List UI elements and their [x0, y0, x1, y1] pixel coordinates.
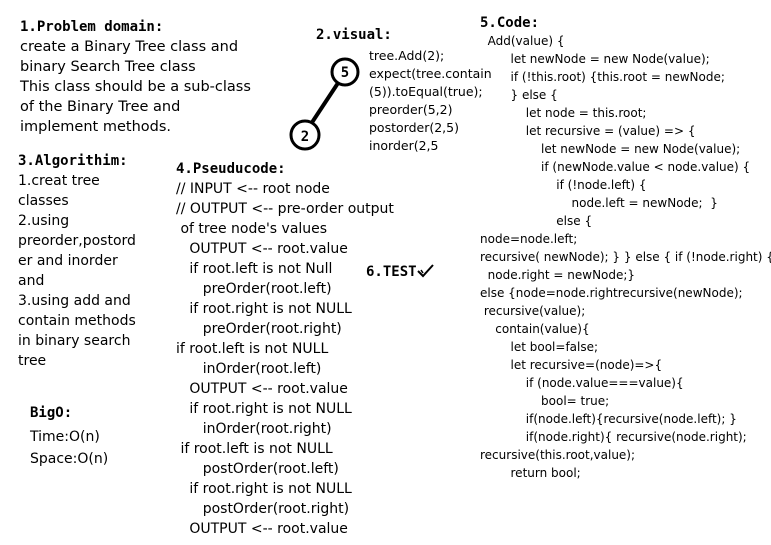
- pseudocode-line: if root.left is not NULL: [176, 441, 333, 457]
- problem-domain-heading: 1.Problem domain:: [20, 19, 164, 35]
- algorithm-line: 3.using add and: [18, 293, 131, 309]
- tree-node-bottom: [289, 119, 321, 151]
- pseudocode-line: // INPUT <-- root node: [176, 181, 330, 197]
- pseudocode-heading: 4.Pseuducode:: [176, 161, 286, 177]
- problem-line: This class should be a sub-class: [20, 79, 251, 95]
- algorithm-line: and: [18, 273, 45, 289]
- pseudocode-line: OUTPUT <-- root.value: [176, 381, 348, 397]
- pseudocode-line: if root.left is not NULL: [176, 341, 329, 357]
- pseudocode-line: postOrder(root.left): [176, 461, 339, 477]
- visual-line: postorder(2,5): [369, 120, 459, 135]
- algorithm-line: preorder,postord: [18, 233, 136, 249]
- code-line: if (!this.root) {this.root = newNode;: [480, 70, 725, 84]
- code-line: let node = this.root;: [480, 106, 647, 120]
- algorithm-line: in binary search: [18, 333, 131, 349]
- bigo-time: Time:O(n): [30, 429, 100, 445]
- code-line: else {node=node.rightrecursive(newNode);: [480, 286, 743, 300]
- code-line: recursive(value);: [480, 304, 586, 318]
- code-line: if(node.right){ recursive(node.right);: [480, 430, 747, 444]
- tree-node-top-label: 5: [341, 65, 349, 81]
- pseudocode-line: OUTPUT <-- root.value: [176, 241, 348, 257]
- code-line: recursive(this.root,value);: [480, 448, 636, 462]
- code-line: let recursive = (value) => {: [480, 124, 696, 138]
- algorithm-line: tree: [18, 353, 47, 369]
- code-line: return bool;: [480, 466, 581, 480]
- algorithm-heading: 3.Algorithim:: [18, 153, 128, 169]
- code-line: if (!node.left) {: [480, 178, 647, 192]
- code-line: node=node.left;: [480, 232, 578, 246]
- pseudocode-line: // OUTPUT <-- pre-order output: [176, 201, 394, 217]
- pseudocode-line: preOrder(root.left): [176, 281, 332, 297]
- pseudocode-line: if root.right is not NULL: [176, 401, 352, 417]
- code-line: Add(value) {: [480, 34, 565, 48]
- code-line: recursive( newNode); } } else { if (!nod…: [480, 250, 771, 264]
- code-line: bool= true;: [480, 394, 610, 408]
- algorithm-line: er and inorder: [18, 253, 118, 269]
- code-line: else {: [480, 214, 593, 228]
- tree-diagram: 5 2: [289, 57, 360, 151]
- pseudocode-line: if root.left is not Null: [176, 261, 333, 277]
- bigo-space: Space:O(n): [30, 451, 109, 467]
- algorithm-line: classes: [18, 193, 69, 209]
- bigo-heading: BigO:: [30, 405, 73, 421]
- check-icon: [416, 264, 434, 278]
- test-label: 6.TEST: [366, 264, 417, 280]
- problem-line: of the Binary Tree and: [20, 99, 181, 115]
- algorithm-line: 2.using: [18, 213, 70, 229]
- code-line: } else {: [480, 88, 558, 102]
- pseudocode-line: OUTPUT <-- root.value: [176, 521, 348, 537]
- pseudocode-line: inOrder(root.left): [176, 361, 322, 377]
- visual-line: inorder(2,5: [369, 138, 439, 153]
- visual-line: preorder(5,2): [369, 102, 453, 117]
- code-line: node.left = newNode; }: [480, 196, 718, 210]
- code-line: let newNode = new Node(value);: [480, 142, 741, 156]
- tree-edge: [307, 78, 342, 129]
- tree-node-top: [330, 57, 360, 87]
- visual-heading: 2.visual:: [316, 27, 392, 43]
- visual-line: tree.Add(2);: [369, 48, 445, 63]
- pseudocode-line: preOrder(root.right): [176, 321, 342, 337]
- code-line: contain(value){: [480, 322, 590, 336]
- visual-line: expect(tree.contain: [369, 66, 492, 81]
- problem-line: implement methods.: [20, 119, 171, 135]
- code-line: let bool=false;: [480, 340, 599, 354]
- code-heading: 5.Code:: [480, 15, 540, 31]
- code-line: if(node.left){recursive(node.left); }: [480, 412, 737, 426]
- pseudocode-line: inOrder(root.right): [176, 421, 332, 437]
- code-line: node.right = newNode;}: [480, 268, 636, 282]
- algorithm-line: 1.creat tree: [18, 173, 100, 189]
- pseudocode-line: postOrder(root.right): [176, 501, 350, 517]
- pseudocode-line: of tree node's values: [176, 221, 328, 237]
- code-line: let newNode = new Node(value);: [480, 52, 710, 66]
- algorithm-line: contain methods: [18, 313, 136, 329]
- problem-line: binary Search Tree class: [20, 59, 196, 75]
- problem-line: create a Binary Tree class and: [20, 39, 239, 55]
- pseudocode-line: if root.right is not NULL: [176, 301, 352, 317]
- pseudocode-line: if root.right is not NULL: [176, 481, 352, 497]
- code-line: if (node.value===value){: [480, 376, 684, 390]
- visual-line: (5)).toEqual(true);: [369, 84, 483, 99]
- test-section: 6.TEST: [366, 261, 434, 280]
- code-line: if (newNode.value < node.value) {: [480, 160, 751, 174]
- tree-node-bottom-label: 2: [301, 129, 309, 145]
- code-line: let recursive=(node)=>{: [480, 358, 663, 372]
